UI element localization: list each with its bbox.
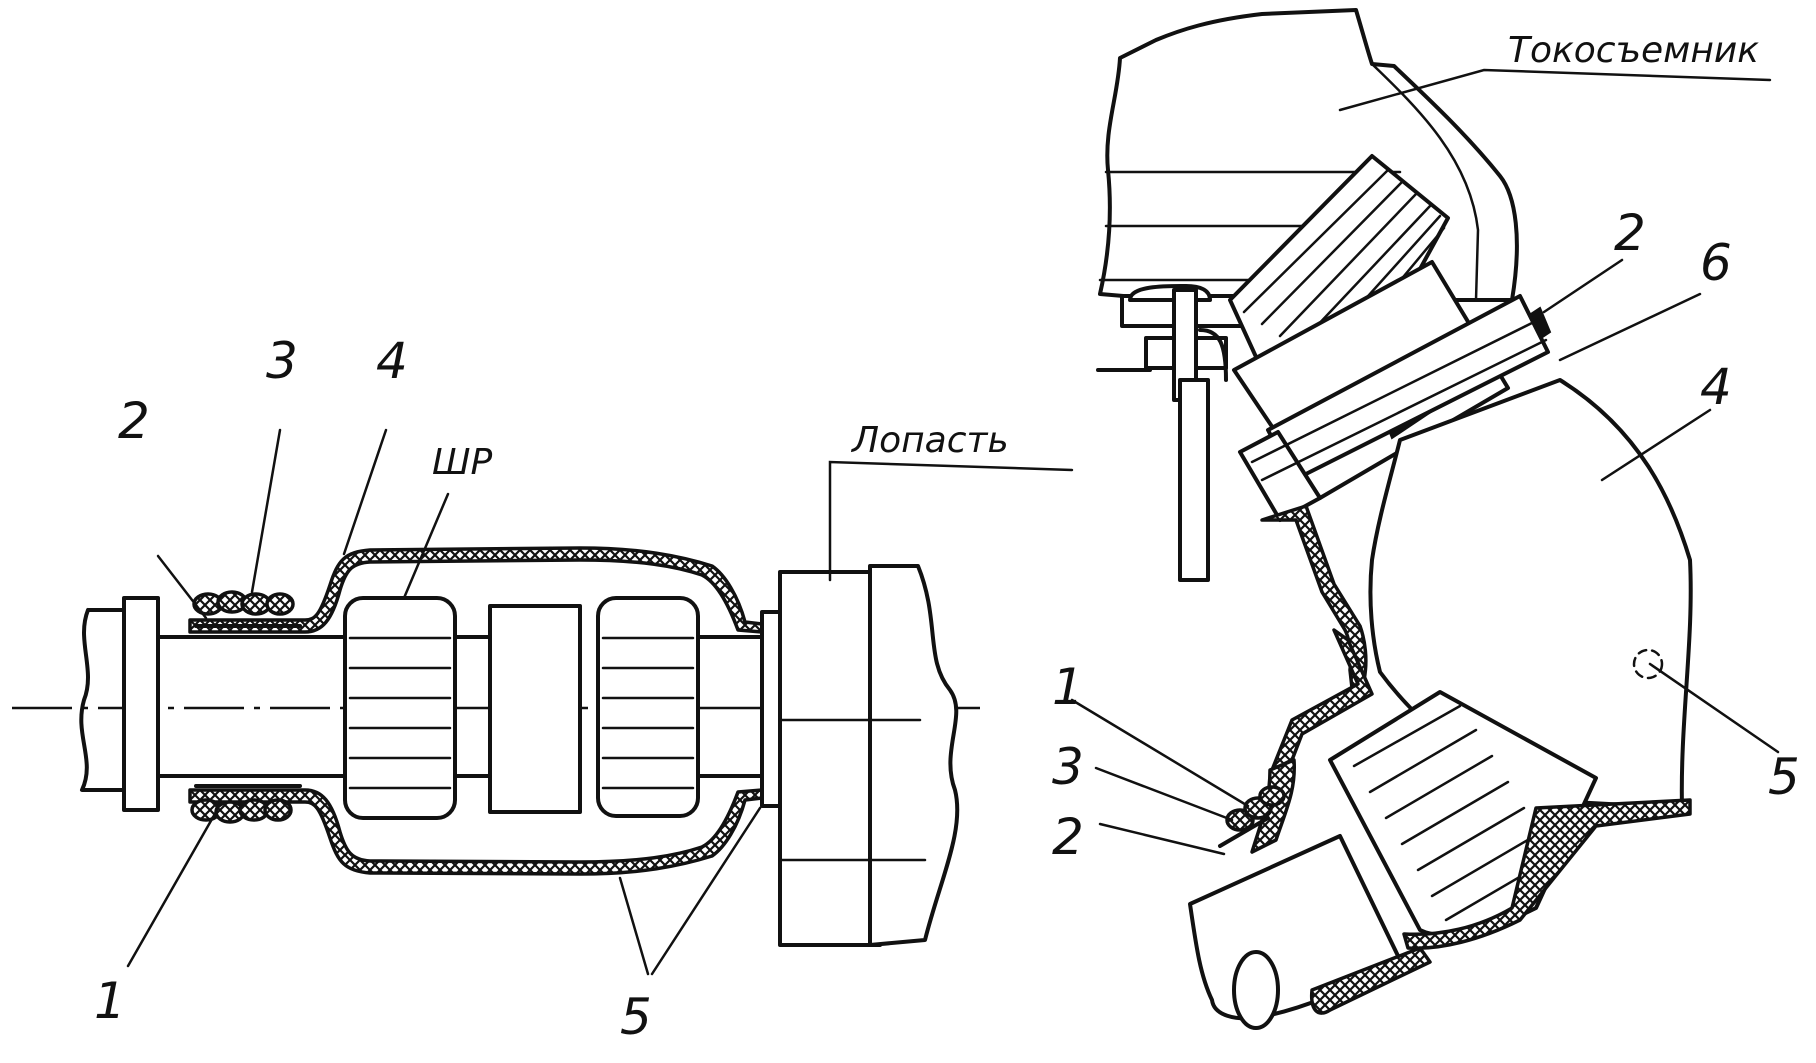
leader-right-1 — [1070, 698, 1250, 808]
clamp-right — [1225, 785, 1286, 832]
leader-left-2 — [156, 554, 208, 620]
tape-strip — [194, 624, 302, 788]
leader-right-6 — [1558, 292, 1702, 362]
ring-lines — [1250, 318, 1548, 482]
label-right-2b: 2 — [1052, 808, 1084, 866]
blade-block-outer — [868, 564, 960, 947]
shaft-right — [688, 635, 767, 778]
upper-connector — [1228, 154, 1552, 522]
cable-clamp-bottom — [1309, 946, 1432, 1015]
connector-body-right — [596, 596, 700, 818]
label-shr: ШР — [432, 442, 492, 483]
leader-left-1 — [126, 810, 218, 968]
label-right-3: 3 — [1052, 738, 1084, 796]
lower-connector — [1328, 690, 1692, 950]
label-collector: Токосъемник — [1508, 30, 1759, 71]
connector-link — [453, 635, 492, 778]
leader-right-2b — [1098, 822, 1226, 856]
bolt-assembly — [1096, 283, 1244, 582]
leader-right-4 — [1600, 408, 1712, 482]
connector-body-left — [343, 596, 457, 820]
clamp-lower — [190, 798, 293, 824]
blade-block-inner — [778, 570, 882, 947]
left-flange — [122, 596, 160, 812]
circle-item-5 — [1632, 648, 1664, 680]
tape-right — [1218, 816, 1270, 848]
label-right-4: 4 — [1700, 358, 1732, 416]
connector-ribs-right — [601, 636, 695, 790]
ring-item-6b — [1238, 430, 1322, 522]
boot-lower-right — [1402, 798, 1692, 950]
main-shaft — [156, 635, 347, 778]
leader-right-2 — [1542, 258, 1624, 314]
label-left-3: 3 — [266, 332, 298, 390]
label-right-6: 6 — [1700, 234, 1732, 292]
cable-end — [1232, 950, 1280, 1030]
left-assembly: 2 3 4 ШР Лопасть 1 5 — [12, 332, 1074, 1046]
shaft-stub — [79, 608, 130, 792]
label-right-5: 5 — [1768, 748, 1800, 806]
blade-lines — [778, 718, 927, 862]
leader-left-4 — [342, 428, 388, 556]
label-right-1: 1 — [1052, 658, 1084, 716]
right-assembly: Токосъемник 2 6 4 5 1 3 2 — [1052, 8, 1800, 1030]
lower-fins — [1352, 704, 1554, 922]
leader-right-5 — [1648, 662, 1780, 754]
leader-left-5 — [618, 806, 762, 976]
leader-left-3 — [250, 428, 282, 594]
label-left-5: 5 — [620, 988, 652, 1046]
bracket — [1096, 328, 1228, 382]
label-left-4: 4 — [376, 332, 408, 390]
collector-rim — [1370, 62, 1480, 302]
upper-fins — [1242, 168, 1446, 362]
leader-collector — [1338, 68, 1772, 112]
connector-coupling — [488, 604, 582, 814]
leader-left-shr — [402, 492, 450, 600]
leader-right-3 — [1094, 766, 1234, 822]
label-left-1: 1 — [94, 972, 126, 1030]
label-left-2: 2 — [118, 392, 150, 450]
connector-ribs-left — [348, 636, 452, 790]
leader-blade — [828, 460, 1074, 582]
bracket-rod — [1178, 378, 1210, 582]
clamp-upper — [192, 590, 295, 616]
label-right-2: 2 — [1614, 204, 1646, 262]
label-blade: Лопасть — [850, 420, 1009, 461]
